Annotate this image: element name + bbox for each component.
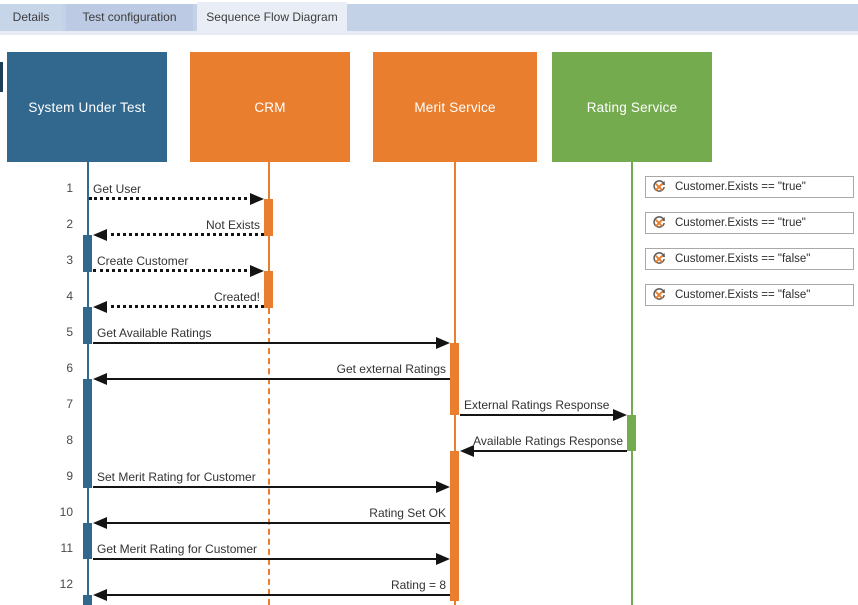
message-line bbox=[104, 522, 450, 524]
activation-bar-sut bbox=[83, 379, 92, 488]
activation-bar-sut bbox=[83, 307, 92, 344]
lifeline-crm bbox=[268, 308, 270, 605]
message-label: Available Ratings Response bbox=[473, 434, 623, 448]
condition-text: Customer.Exists == "false" bbox=[675, 289, 811, 301]
message-label: Not Exists bbox=[205, 218, 260, 232]
message-label: Get User bbox=[93, 182, 142, 196]
message-line bbox=[104, 233, 264, 236]
activation-bar-sut bbox=[83, 235, 92, 272]
message-label: Created! bbox=[213, 290, 260, 304]
tab-details[interactable]: Details bbox=[0, 4, 62, 31]
message-label: Rating Set OK bbox=[369, 506, 446, 520]
message-line bbox=[93, 486, 439, 488]
condition-box[interactable]: Customer.Exists == "true" bbox=[645, 212, 854, 234]
condition-text: Customer.Exists == "true" bbox=[675, 217, 806, 229]
arrowhead-right-icon bbox=[436, 337, 450, 349]
tab-sequence-flow-diagram[interactable]: Sequence Flow Diagram bbox=[197, 2, 347, 33]
arrowhead-right-icon bbox=[250, 265, 264, 277]
message-line bbox=[104, 378, 450, 380]
condition-box[interactable]: Customer.Exists == "false" bbox=[645, 284, 854, 306]
message-label: Set Merit Rating for Customer bbox=[97, 470, 256, 484]
arrowhead-left-icon bbox=[93, 373, 107, 385]
activation-bar-sut bbox=[83, 523, 92, 559]
activation-bar-merit bbox=[450, 343, 459, 415]
actor-rating[interactable]: Rating Service bbox=[552, 52, 712, 162]
activation-bar-merit bbox=[450, 451, 459, 601]
condition-box[interactable]: Customer.Exists == "true" bbox=[645, 176, 854, 198]
message-number: 12 bbox=[59, 577, 73, 591]
message-line bbox=[104, 594, 450, 596]
arrowhead-left-icon bbox=[93, 517, 107, 529]
message-number: 1 bbox=[66, 181, 73, 195]
activation-bar-crm bbox=[264, 199, 273, 236]
arrowhead-right-icon bbox=[613, 409, 627, 421]
rule-check-icon bbox=[653, 288, 665, 300]
message-line bbox=[93, 342, 439, 344]
arrowhead-left-icon bbox=[460, 445, 474, 457]
arrowhead-left-icon bbox=[93, 229, 107, 241]
arrowhead-right-icon bbox=[436, 481, 450, 493]
clipped-edge-element bbox=[0, 62, 3, 92]
tab-test-configuration[interactable]: Test configuration bbox=[66, 4, 193, 31]
rule-check-icon bbox=[653, 252, 665, 264]
message-label: Get Merit Rating for Customer bbox=[97, 542, 258, 556]
message-number: 5 bbox=[66, 325, 73, 339]
actor-sut[interactable]: System Under Test bbox=[7, 52, 167, 162]
rule-check-icon bbox=[653, 180, 665, 192]
actor-merit[interactable]: Merit Service bbox=[373, 52, 537, 162]
message-line bbox=[89, 197, 253, 200]
message-label: Create Customer bbox=[97, 254, 189, 268]
message-number: 8 bbox=[66, 433, 73, 447]
rule-check-icon bbox=[653, 216, 665, 228]
message-number: 9 bbox=[66, 469, 73, 483]
message-number: 11 bbox=[60, 541, 73, 555]
message-number: 2 bbox=[66, 217, 73, 231]
message-number: 7 bbox=[66, 397, 73, 411]
message-line bbox=[93, 269, 253, 272]
message-number: 3 bbox=[66, 253, 73, 267]
tabbar-underline bbox=[0, 31, 858, 35]
message-line bbox=[93, 558, 439, 560]
arrowhead-left-icon bbox=[93, 301, 107, 313]
message-label: Get external Ratings bbox=[336, 362, 446, 376]
condition-box[interactable]: Customer.Exists == "false" bbox=[645, 248, 854, 270]
message-label: Get Available Ratings bbox=[97, 326, 212, 340]
message-label: Rating = 8 bbox=[390, 578, 446, 592]
arrowhead-right-icon bbox=[436, 553, 450, 565]
arrowhead-left-icon bbox=[93, 589, 107, 601]
condition-text: Customer.Exists == "true" bbox=[675, 181, 806, 193]
activation-bar-crm bbox=[264, 271, 273, 308]
message-number: 6 bbox=[66, 361, 73, 375]
message-label: External Ratings Response bbox=[464, 398, 610, 412]
message-number: 10 bbox=[59, 505, 73, 519]
message-line bbox=[104, 305, 264, 308]
activation-bar-rating bbox=[627, 415, 636, 451]
message-line bbox=[471, 450, 627, 452]
arrowhead-right-icon bbox=[250, 193, 264, 205]
condition-text: Customer.Exists == "false" bbox=[675, 253, 811, 265]
tab-bar: Details Test configuration Sequence Flow… bbox=[0, 2, 858, 33]
message-line bbox=[460, 414, 616, 416]
message-number: 4 bbox=[66, 289, 73, 303]
activation-bar-sut bbox=[83, 595, 92, 605]
lifeline-rating bbox=[631, 162, 633, 605]
actor-crm[interactable]: CRM bbox=[190, 52, 350, 162]
